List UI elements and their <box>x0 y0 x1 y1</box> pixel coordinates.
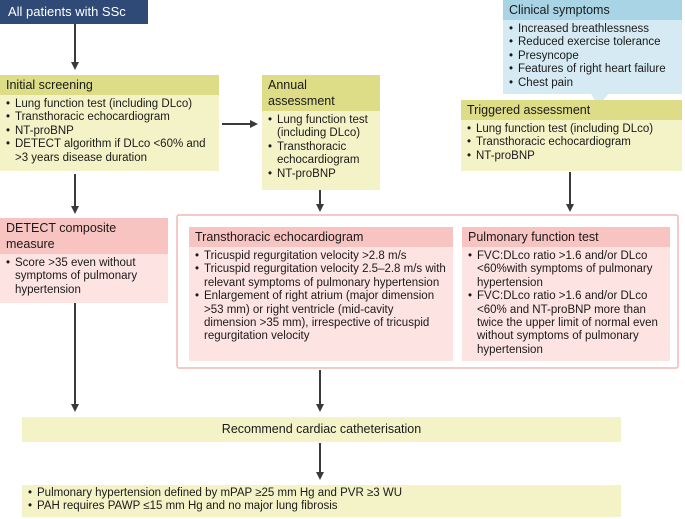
recommend-label: Recommend cardiac catheterisation <box>221 422 422 436</box>
list-item: PAH requires PAWP ≤15 mm Hg and no major… <box>28 500 615 514</box>
list-item: FVC:DLco ratio >1.6 and/or DLco <60%with… <box>468 250 664 290</box>
triggered-assessment-list: Lung function test (including DLco) Tran… <box>467 123 676 164</box>
list-item: Lung function test (including DLco) <box>268 114 374 141</box>
detect-measure-list: Score >35 even without symptoms of pulmo… <box>6 257 162 297</box>
list-item: Chest pain <box>509 77 676 91</box>
annual-assessment-list: Lung function test (including DLco) Tran… <box>268 114 374 181</box>
list-item: Transthoracic echocardiogram <box>467 136 676 150</box>
list-item: Lung function test (including DLco) <box>467 123 676 137</box>
list-item: Tricuspid regurgitation velocity 2.5–2.8… <box>195 263 447 290</box>
final-definition-box: Pulmonary hypertension defined by mPAP ≥… <box>22 485 621 517</box>
clinical-symptoms-title: Clinical symptoms <box>503 0 682 20</box>
start-box: All patients with SSc <box>0 0 148 24</box>
list-item: Transthoracic echocardiogram <box>6 111 213 125</box>
list-item: Pulmonary hypertension defined by mPAP ≥… <box>28 487 615 501</box>
annual-assessment-box: Annual assessment Lung function test (in… <box>262 75 380 190</box>
annual-assessment-title: Annual assessment <box>262 75 380 111</box>
list-item: NT-proBNP <box>6 125 213 139</box>
recommend-box: Recommend cardiac catheterisation <box>22 417 621 442</box>
list-item: NT-proBNP <box>268 168 374 182</box>
detect-measure-title: DETECT composite measure <box>0 218 168 254</box>
start-box-label: All patients with SSc <box>8 4 126 19</box>
list-item: FVC:DLco ratio >1.6 and/or DLco <60% and… <box>468 290 664 357</box>
initial-screening-list: Lung function test (including DLco) Tran… <box>6 98 213 165</box>
initial-screening-box: Initial screening Lung function test (in… <box>0 75 219 171</box>
list-item: Features of right heart failure <box>509 63 676 77</box>
clinical-symptoms-list: Increased breathlessness Reduced exercis… <box>509 23 676 90</box>
list-item: Score >35 even without symptoms of pulmo… <box>6 257 162 297</box>
echo-list: Tricuspid regurgitation velocity >2.8 m/… <box>195 250 447 344</box>
echo-box: Transthoracic echocardiogram Tricuspid r… <box>189 227 453 361</box>
triggered-assessment-box: Triggered assessment Lung function test … <box>461 100 682 171</box>
list-item: Enlargement of right atrium (major dimen… <box>195 290 447 344</box>
list-item: Transthoracic echocardiogram <box>268 141 374 168</box>
list-item: DETECT algorithm if DLco <60% and >3 yea… <box>6 138 213 165</box>
detect-measure-box: DETECT composite measure Score >35 even … <box>0 218 168 303</box>
list-item: Lung function test (including DLco) <box>6 98 213 112</box>
list-item: Tricuspid regurgitation velocity >2.8 m/… <box>195 250 447 264</box>
list-item: Presyncope <box>509 50 676 64</box>
pft-box: Pulmonary function test FVC:DLco ratio >… <box>462 227 670 361</box>
list-item: NT-proBNP <box>467 150 676 164</box>
echo-title: Transthoracic echocardiogram <box>189 227 453 247</box>
list-item: Reduced exercise tolerance <box>509 36 676 50</box>
initial-screening-title: Initial screening <box>0 75 219 95</box>
clinical-symptoms-box: Clinical symptoms Increased breathlessne… <box>503 0 682 94</box>
pft-title: Pulmonary function test <box>462 227 670 247</box>
triggered-assessment-title: Triggered assessment <box>461 100 682 120</box>
final-definition-list: Pulmonary hypertension defined by mPAP ≥… <box>28 487 615 514</box>
list-item: Increased breathlessness <box>509 23 676 37</box>
pft-list: FVC:DLco ratio >1.6 and/or DLco <60%with… <box>468 250 664 357</box>
